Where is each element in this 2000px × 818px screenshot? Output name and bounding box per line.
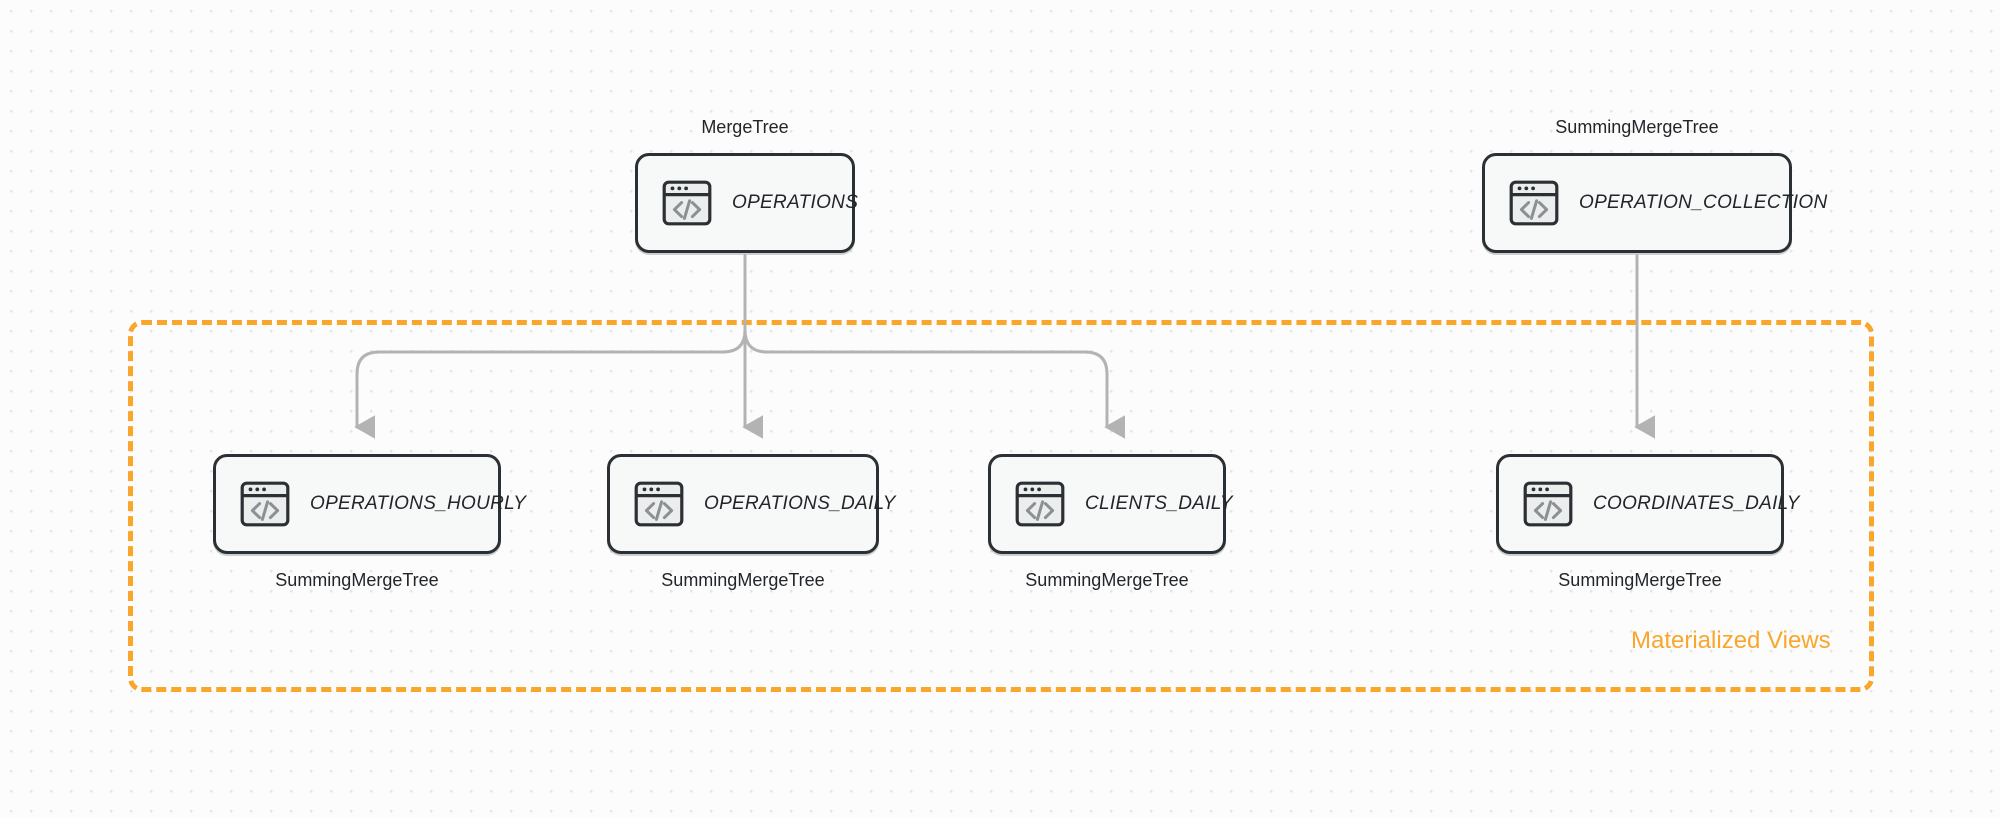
code-window-icon xyxy=(1509,180,1559,226)
code-window-icon xyxy=(1509,180,1559,226)
node-operations_daily[interactable]: OPERATIONS_DAILY xyxy=(607,454,895,554)
engine-label-operations_hourly: SummingMergeTree xyxy=(275,570,439,590)
engine-label-operations_daily: SummingMergeTree xyxy=(661,570,825,590)
engine-label-operation_collection: SummingMergeTree xyxy=(1555,117,1719,137)
node-table-name: CLIENTS_DAILY xyxy=(1085,493,1233,514)
node-table-name: OPERATIONS_DAILY xyxy=(704,493,896,514)
node-table-name: OPERATIONS_HOURLY xyxy=(310,493,527,514)
code-window-icon xyxy=(662,180,712,226)
code-window-icon xyxy=(1015,481,1065,527)
engine-label-clients_daily: SummingMergeTree xyxy=(1025,570,1189,590)
node-operations_hourly[interactable]: OPERATIONS_HOURLY xyxy=(213,454,526,554)
materialized-views-label: Materialized Views xyxy=(1631,627,1831,654)
code-window-icon xyxy=(1523,481,1573,527)
engine-label-coordinates_daily: SummingMergeTree xyxy=(1558,570,1722,590)
code-window-icon xyxy=(1015,481,1065,527)
node-table-name: COORDINATES_DAILY xyxy=(1593,493,1800,514)
code-window-icon xyxy=(1523,481,1573,527)
engine-label-operations: MergeTree xyxy=(701,117,789,137)
node-table-name: OPERATION_COLLECTION xyxy=(1579,192,1828,213)
node-table-name: OPERATIONS xyxy=(732,192,859,213)
node-coordinates_daily[interactable]: COORDINATES_DAILY xyxy=(1496,454,1799,554)
node-clients_daily[interactable]: CLIENTS_DAILY xyxy=(988,454,1233,554)
code-window-icon xyxy=(662,180,712,226)
code-window-icon xyxy=(634,481,684,527)
code-window-icon xyxy=(240,481,290,527)
code-window-icon xyxy=(634,481,684,527)
node-operation_collection[interactable]: OPERATION_COLLECTION xyxy=(1482,153,1827,253)
code-window-icon xyxy=(240,481,290,527)
node-operations[interactable]: OPERATIONS xyxy=(635,153,859,253)
